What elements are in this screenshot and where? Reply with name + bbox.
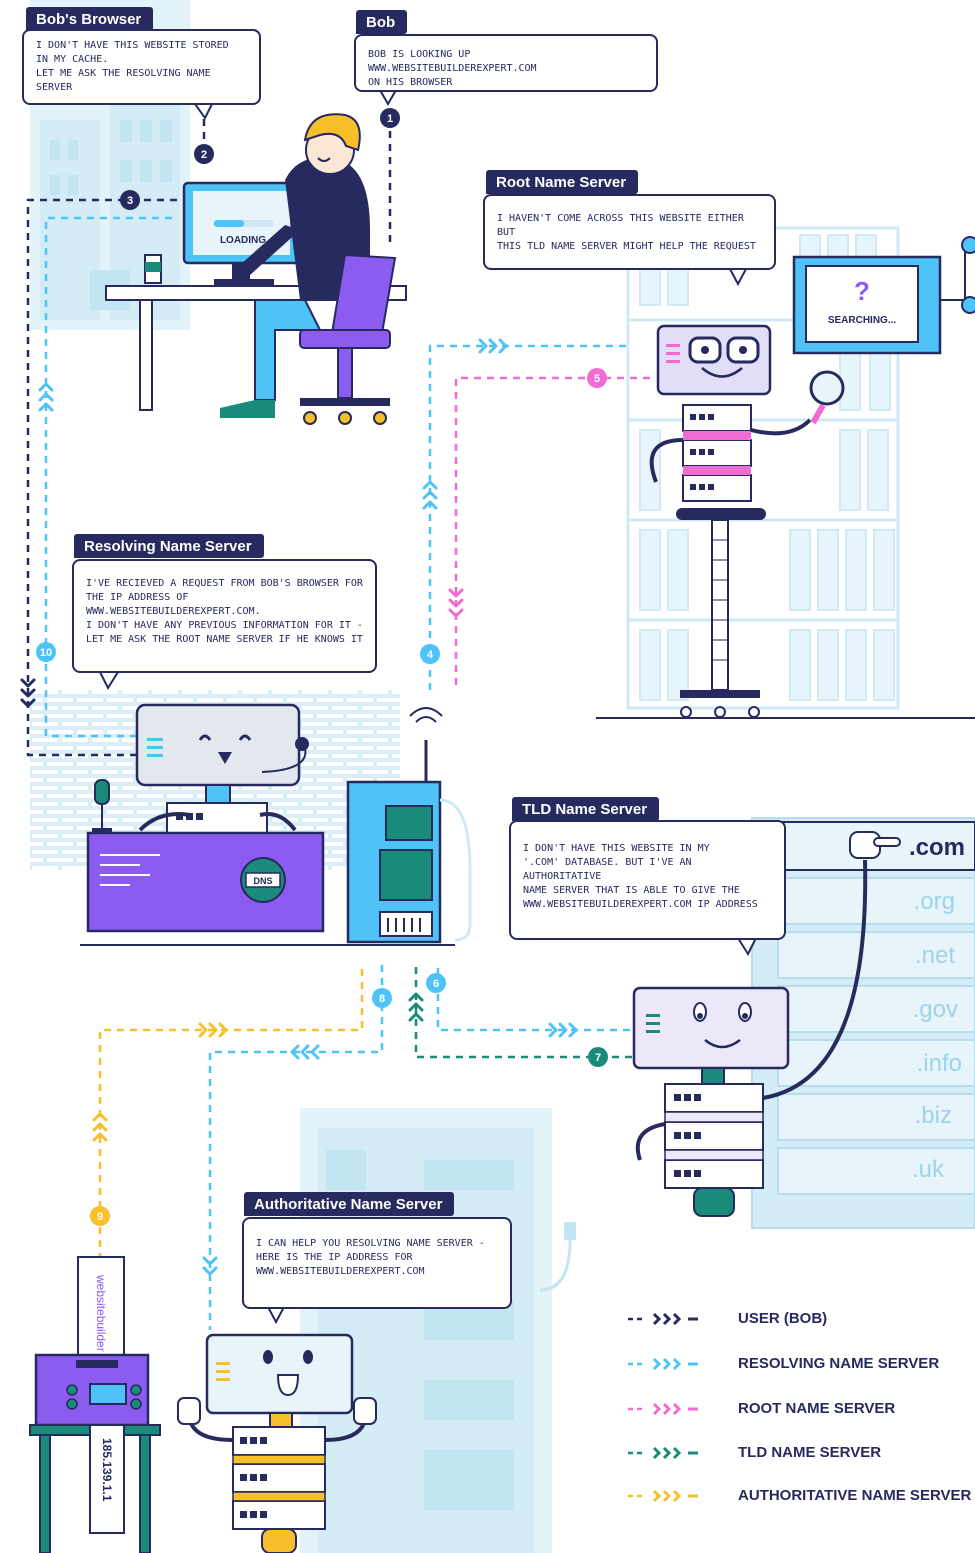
step-5-label: 5 (594, 373, 600, 385)
bubble-line: I can help you resolving name server - (256, 1238, 485, 1249)
pointing-hand-icon (849, 831, 901, 859)
tld-domain-uk: .uk (912, 1156, 945, 1183)
legend-user-bob: USER (BOB) (738, 1310, 828, 1327)
authoritative-server-bubble: I can help you resolving name server - h… (242, 1217, 512, 1309)
bob-browser-bubble: I don't have this website stored in my c… (22, 29, 261, 105)
bubble-tails (99, 89, 757, 1325)
authoritative-background-rack (300, 1108, 576, 1553)
searching-label: SEARCHING... (828, 315, 897, 326)
flow-resolving-to-auth (208, 965, 384, 1330)
loading-label: LOADING (220, 235, 266, 246)
bubble-line: name server that is able to give the (523, 885, 740, 896)
flow-tld-to-resolving (414, 965, 632, 1059)
bubble-line: www.websitebuilderexpert.com (256, 1266, 425, 1277)
flow-browser-to-resolving (26, 198, 190, 757)
authoritative-server-robot (177, 1333, 377, 1553)
bubble-line: let me ask the root name server if he kn… (86, 634, 363, 645)
bubble-line: Let me ask the resolving name server (36, 68, 211, 93)
printer-ip-address: 185.139.1.1 (100, 1438, 114, 1502)
tld-domain-biz: .biz (915, 1102, 952, 1129)
bubble-line: Bob is looking up www.websitebuilderexpe… (368, 49, 537, 74)
bubble-line: here is the IP address for (256, 1252, 413, 1263)
tld-domain-gov: .gov (913, 996, 958, 1023)
bob-browser-title: Bob's Browser (26, 7, 154, 31)
bubble-line: '.com' database. But I've an authoritati… (523, 857, 692, 882)
bubble-line: the IP address of www.websitebuilderexpe… (86, 592, 261, 617)
step-8-label: 8 (379, 993, 385, 1005)
legend-authoritative-name-server: AUTHORITATIVE NAME SERVER (738, 1487, 972, 1504)
bubble-line: I don't have this website stored (36, 40, 229, 51)
step-7-label: 7 (595, 1052, 601, 1064)
bob-title: Bob (356, 10, 408, 34)
flow-resolving-to-tld (436, 968, 630, 1032)
step-1-label: 1 (387, 113, 393, 125)
tld-server-title: TLD Name Server (512, 797, 660, 821)
legend-root-name-server: ROOT NAME SERVER (738, 1400, 896, 1417)
question-mark-icon: ? (854, 276, 870, 306)
root-server-robot (649, 236, 975, 718)
tld-server-robot (632, 859, 868, 1217)
bob-bubble: Bob is looking up www.websitebuilderexpe… (354, 34, 658, 92)
printer (29, 1256, 161, 1553)
printer-paper-text: websitebuilder (94, 1274, 108, 1352)
flow-resolving-to-bob (44, 216, 172, 738)
bubble-line: I've recieved a request from Bob's brows… (86, 578, 363, 589)
flow-auth-to-resolving (98, 965, 364, 1260)
resolving-server-bubble: I've recieved a request from Bob's brows… (72, 559, 377, 673)
resolving-server-robot (80, 703, 472, 946)
tld-domain-org: .org (914, 888, 955, 915)
bubble-line: I don't have any previous information fo… (86, 620, 363, 631)
tld-domain-net: .net (915, 942, 955, 969)
legend-resolving-name-server: RESOLVING NAME SERVER (738, 1355, 940, 1372)
step-2-label: 2 (201, 149, 207, 161)
flow-resolving-to-root (428, 344, 630, 690)
tld-server-bubble: I don't have this website in my '.com' d… (509, 820, 786, 940)
bubble-line: in my cache. (36, 54, 109, 65)
root-server-title: Root Name Server (486, 170, 639, 194)
step-3-label: 3 (127, 195, 133, 207)
resolving-server-title: Resolving Name Server (74, 534, 264, 558)
bob-character (105, 113, 407, 425)
bubble-line: on his browser (368, 77, 453, 88)
dns-badge: DNS (253, 876, 272, 886)
step-9-label: 9 (97, 1211, 103, 1223)
bubble-line: this TLD name server might help the requ… (497, 241, 756, 252)
legend-swatches (628, 1312, 698, 1503)
bubble-line: I don't have this website in my (523, 843, 710, 854)
step-4-label: 4 (427, 649, 434, 661)
legend-tld-name-server: TLD NAME SERVER (738, 1444, 882, 1461)
step-6-label: 6 (433, 978, 439, 990)
step-markers (36, 108, 608, 1226)
flow-root-to-resolving (454, 376, 650, 690)
bubble-line: www.websitebuilderexpert.com IP address (523, 899, 758, 910)
authoritative-server-title: Authoritative Name Server (244, 1192, 455, 1216)
bubble-line: I haven't come across this website eithe… (497, 213, 744, 238)
flow-chevrons (20, 338, 578, 1276)
root-server-bubble: I haven't come across this website eithe… (483, 194, 776, 270)
step-10-label: 10 (40, 647, 52, 659)
tld-domain-info: .info (917, 1050, 962, 1077)
tld-domain-com: .com (909, 834, 965, 861)
